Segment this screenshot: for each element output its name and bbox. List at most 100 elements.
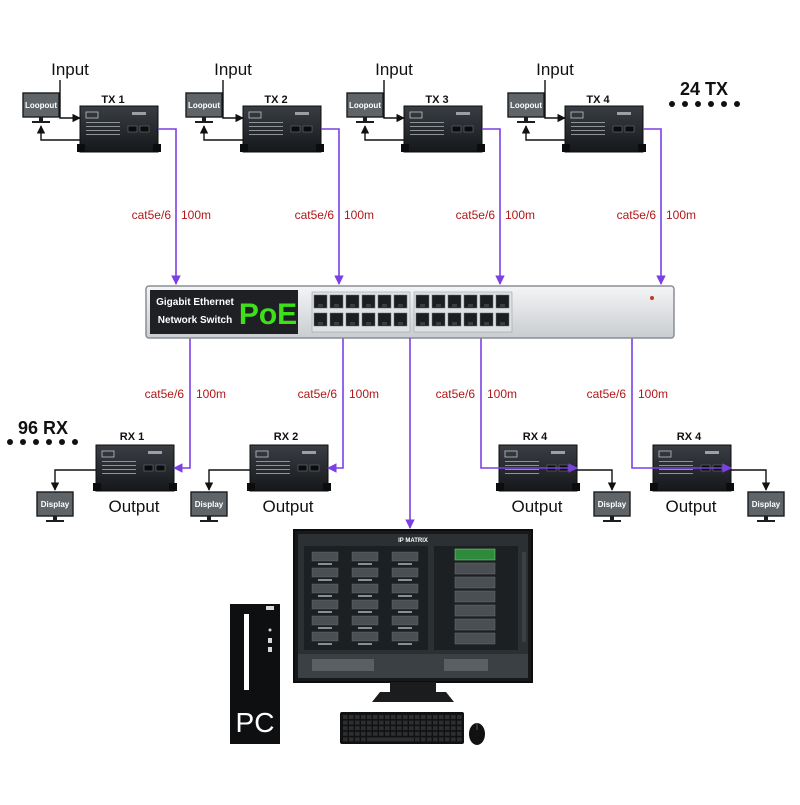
cable-distance-label: 100m [638, 387, 668, 401]
matrix-bottom-button-right[interactable] [444, 659, 488, 671]
keyboard-key [439, 726, 444, 731]
matrix-destination-tile[interactable] [454, 618, 496, 631]
keyboard-key [391, 720, 396, 725]
loopout-monitor-base [32, 121, 50, 123]
matrix-source-tile[interactable] [311, 583, 339, 594]
port-latch [500, 322, 505, 325]
extender-unit [401, 105, 485, 153]
port-latch [382, 304, 387, 307]
cable-distance-label: 100m [487, 387, 517, 401]
loopout-monitor: Loopout [185, 92, 223, 123]
matrix-source-tile[interactable] [351, 631, 379, 642]
matrix-source-tile[interactable] [391, 583, 419, 594]
matrix-destination-tile[interactable] [454, 632, 496, 645]
device-spec-line [102, 461, 136, 462]
input-label: Input [536, 60, 574, 79]
keyboard-key [457, 737, 462, 742]
tile-caption [318, 627, 332, 629]
keyboard-key [415, 726, 420, 731]
loopout-monitor-label: Loopout [510, 101, 542, 110]
matrix-source-tile[interactable] [391, 599, 419, 610]
output-label: Output [108, 497, 159, 516]
port-latch [500, 304, 505, 307]
device-logo-icon [85, 111, 99, 119]
matrix-destination-tile-selected[interactable] [454, 548, 496, 561]
input-cable [383, 80, 405, 123]
keyboard-key [379, 731, 384, 736]
matrix-source-tile[interactable] [351, 583, 379, 594]
port-latch [350, 304, 355, 307]
switch-port-icon [431, 312, 446, 327]
loopout-cable [199, 125, 243, 141]
matrix-source-tile[interactable] [391, 567, 419, 578]
device-spec-line [249, 134, 283, 135]
cable-distance-label: 100m [505, 208, 535, 222]
device-spec-line [410, 126, 444, 127]
keyboard-key [385, 715, 390, 719]
keyboard-key [349, 715, 354, 719]
hdmi-port-icon [463, 125, 474, 133]
matrix-source-tile[interactable] [351, 567, 379, 578]
tile-caption [358, 643, 372, 645]
matrix-destination-tile[interactable] [454, 562, 496, 575]
keyboard-key [457, 726, 462, 731]
keyboard-key [361, 737, 366, 742]
matrix-source-tile[interactable] [351, 615, 379, 626]
keyboard-key [379, 726, 384, 731]
matrix-source-tile[interactable] [351, 551, 379, 562]
matrix-source-tile[interactable] [311, 615, 339, 626]
keyboard-key [409, 726, 414, 731]
switch-to-rx-link [327, 338, 344, 473]
device-spec-line [249, 122, 283, 123]
control-monitor: IP MATRIX [293, 529, 533, 702]
keyboard-key [433, 731, 438, 736]
device-logo-icon [658, 450, 672, 458]
tx-name-label: TX 3 [425, 94, 448, 106]
tile-caption [398, 611, 412, 613]
matrix-source-tile[interactable] [311, 599, 339, 610]
matrix-source-tile[interactable] [391, 615, 419, 626]
switch-port-icon [329, 294, 344, 309]
device-spec-line [86, 130, 120, 131]
switch-to-rx-link [631, 338, 732, 473]
poe-network-switch: Gigabit Ethernet Network Switch PoE [145, 285, 675, 339]
display-monitor-screen [593, 491, 631, 517]
keyboard-key [349, 737, 354, 742]
switch-port-icon [377, 294, 392, 309]
hdmi-port-icon [309, 464, 320, 472]
switch-port-icon [345, 312, 360, 327]
output-label: Output [511, 497, 562, 516]
keyboard-key [403, 731, 408, 736]
loopout-monitor-screen [185, 92, 223, 118]
matrix-destination-tile[interactable] [454, 576, 496, 589]
matrix-source-tile[interactable] [311, 631, 339, 642]
device-logo-icon [101, 450, 115, 458]
matrix-destination-tile[interactable] [454, 604, 496, 617]
device-spec-line [102, 469, 136, 470]
matrix-source-tile[interactable] [351, 599, 379, 610]
monitor-neck [390, 682, 436, 692]
matrix-scrollbar[interactable] [522, 552, 526, 642]
matrix-source-tile[interactable] [311, 567, 339, 578]
matrix-source-tile[interactable] [391, 631, 419, 642]
loopout-monitor: Loopout [507, 92, 545, 123]
keyboard-key [373, 726, 378, 731]
matrix-destination-tile[interactable] [454, 590, 496, 603]
device-spec-line [571, 126, 605, 127]
switch-port-icon [463, 312, 478, 327]
mounting-ear [562, 144, 570, 152]
matrix-bottom-button-left[interactable] [312, 659, 374, 671]
matrix-source-tile[interactable] [391, 551, 419, 562]
matrix-source-tile[interactable] [311, 551, 339, 562]
keyboard-key [457, 720, 462, 725]
rj45-port-icon [127, 125, 138, 133]
keyboard-key [433, 726, 438, 731]
mounting-ear [240, 144, 248, 152]
keyboard-key [391, 731, 396, 736]
rx-count-label: 96 RX [18, 418, 68, 438]
device-spec-line [410, 134, 444, 135]
keyboard-key [385, 726, 390, 731]
tile-caption [398, 627, 412, 629]
tx-to-switch-link [321, 128, 344, 285]
